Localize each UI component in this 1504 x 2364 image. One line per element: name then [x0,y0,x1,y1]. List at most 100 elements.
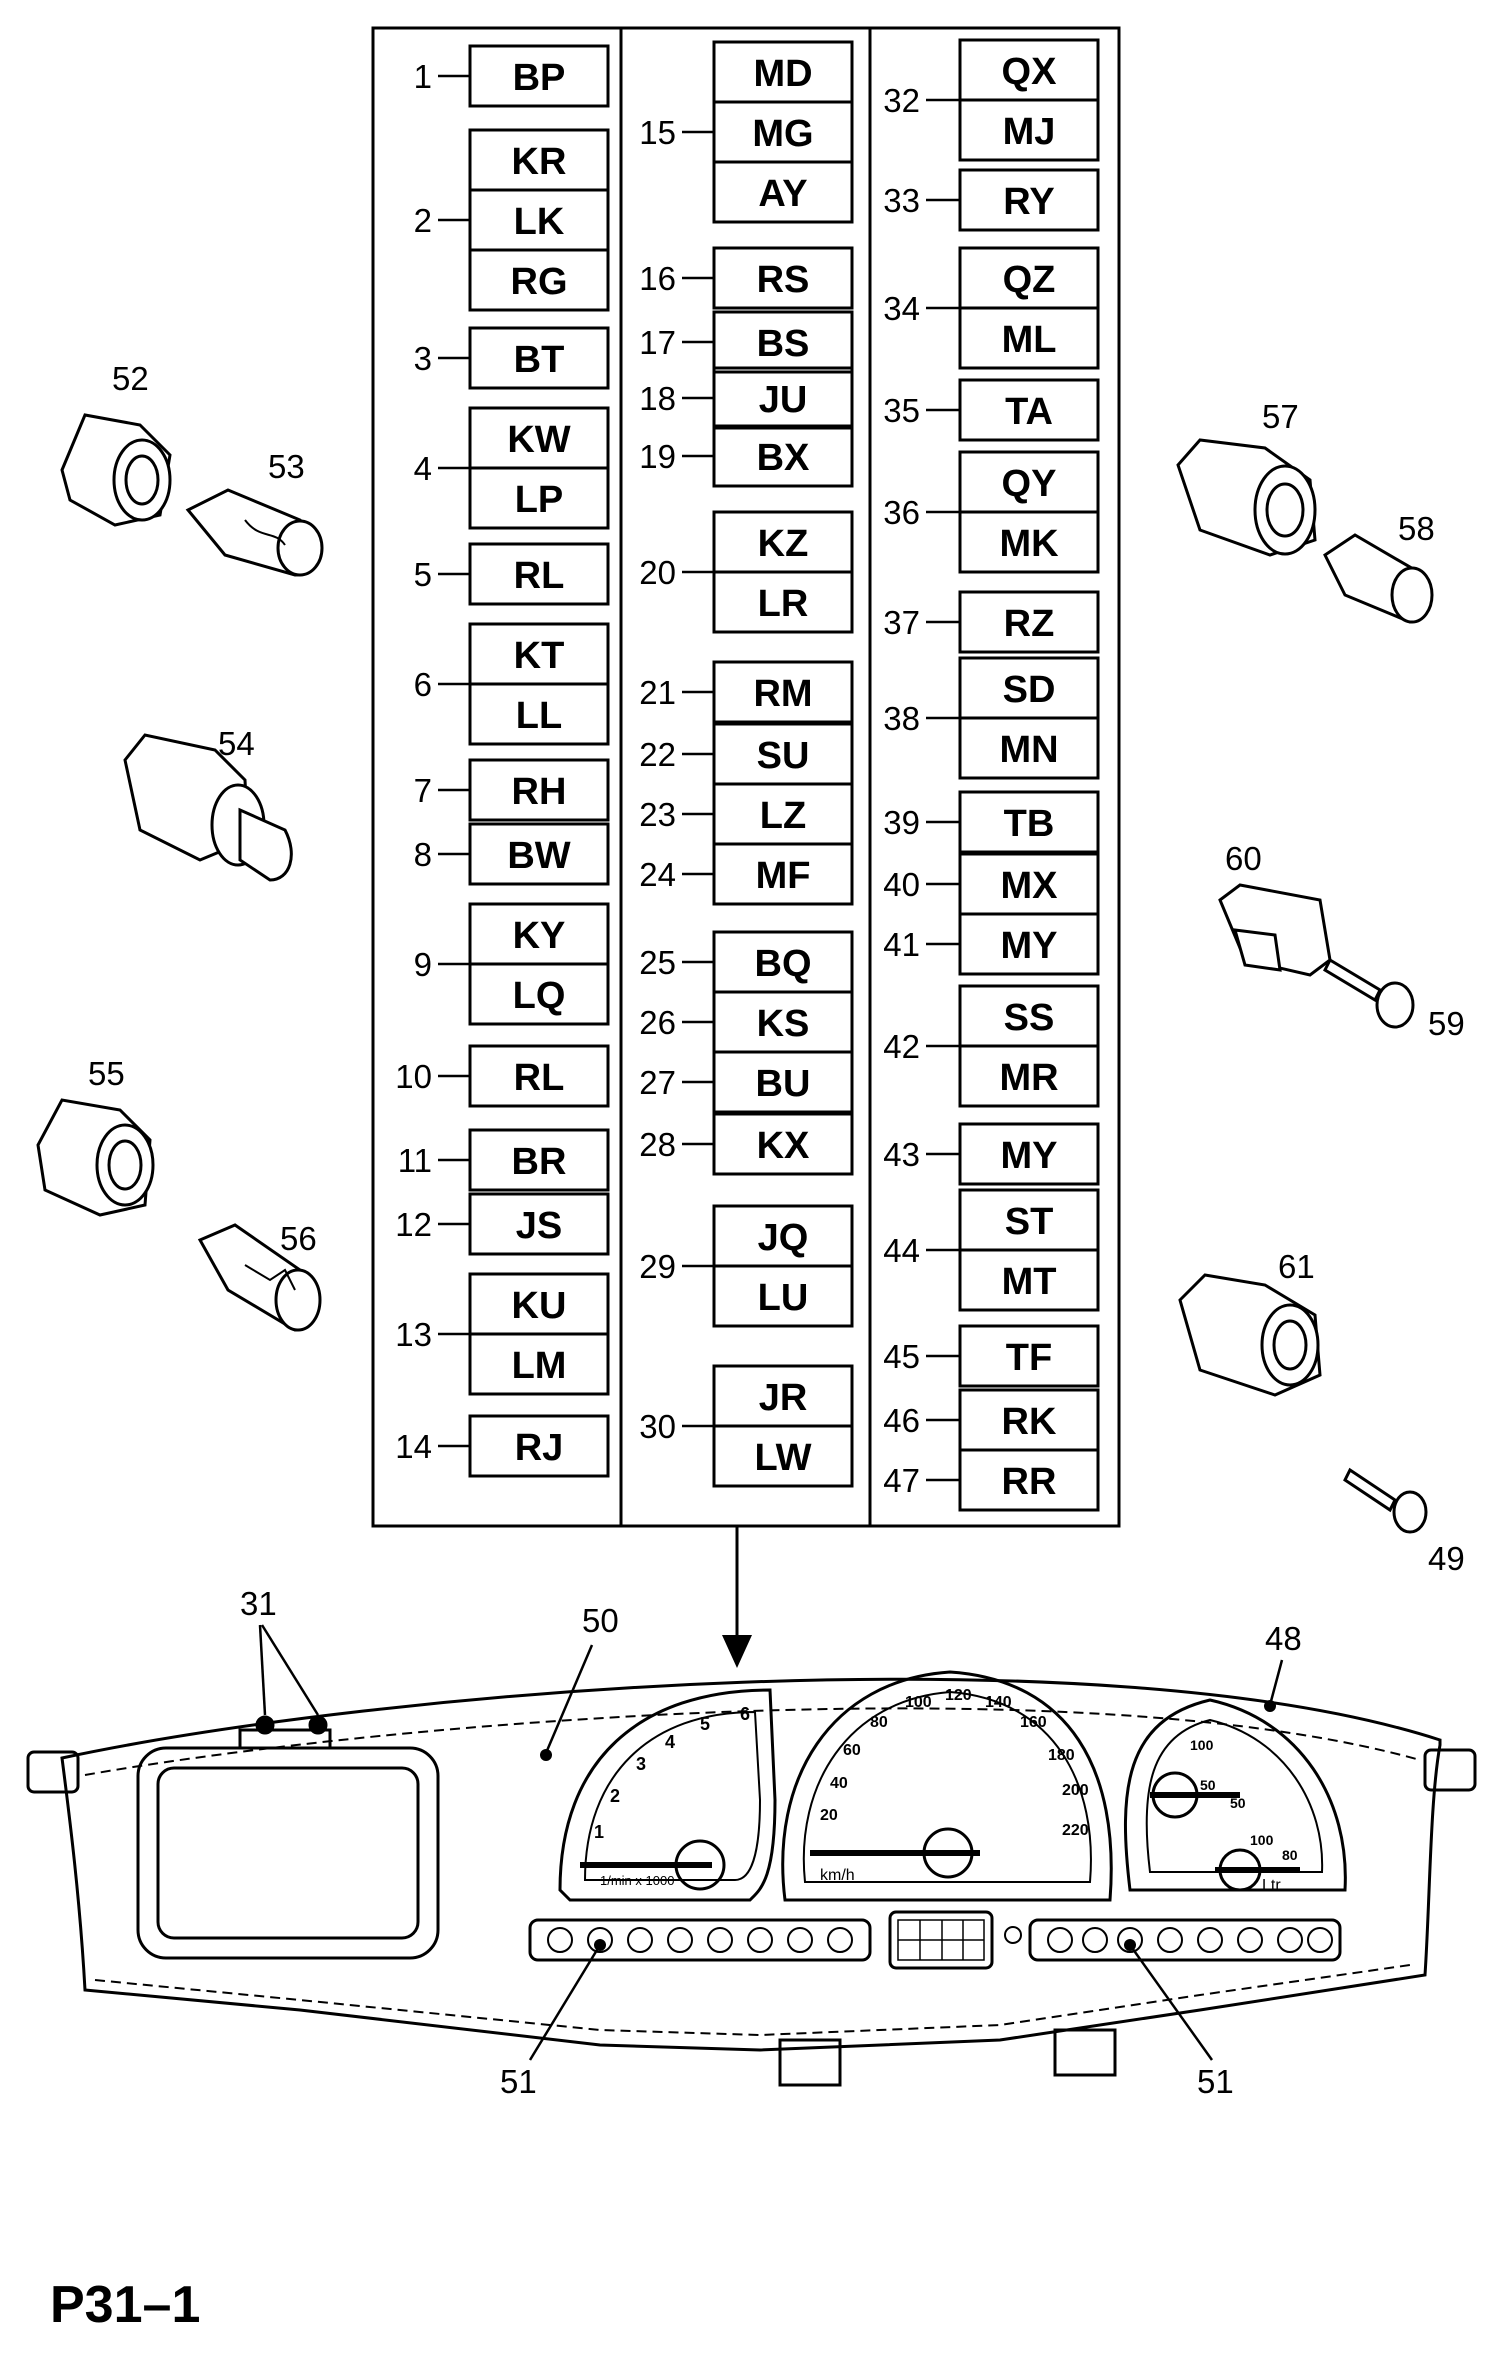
part-code: RS [757,259,810,301]
part-code: TF [1006,1337,1052,1379]
position-number: 38 [883,700,920,737]
part-code: JR [759,1377,808,1419]
position-number: 34 [883,290,920,327]
part-code-table: BP1KRLKRG2BT3KWLP4RL5KTLL6RH7BW8KYLQ9RL1… [371,26,1121,1528]
tachometer-tick-label: 1 [594,1822,604,1842]
part-code: RY [1003,181,1054,223]
part-code: QY [1002,463,1057,505]
bulb-58 [1323,533,1434,624]
part-code: MT [1002,1261,1057,1303]
gauge-tick-label: 100 [1250,1832,1274,1848]
screw-49 [1343,1467,1428,1534]
tachometer-tick-label: 4 [665,1732,675,1752]
position-number: 40 [883,866,920,903]
callout-53: 53 [268,448,305,485]
part-code: BW [507,835,570,877]
table-entry: ST MT 44 [883,1188,1100,1312]
position-number: 1 [414,58,432,95]
tachometer-tick-label: 5 [700,1714,710,1734]
tachometer-tick-label: 3 [636,1754,646,1774]
part-code: KR [512,141,567,183]
part-code: KS [757,1003,810,1045]
speedometer-unit: km/h [820,1867,855,1884]
position-number: 37 [883,604,920,641]
speedometer-tick-label: 140 [985,1694,1012,1711]
position-number: 32 [883,82,920,119]
position-number: 30 [639,1408,676,1445]
part-code: BR [512,1141,567,1183]
position-number: 25 [639,944,676,981]
position-number: 18 [639,380,676,417]
position-number: 16 [639,260,676,297]
table-entry: TA 35 [883,378,1100,442]
table-entry: KY LQ 9 [414,902,610,1026]
part-code: BX [757,437,810,479]
part-code: ML [1002,319,1057,361]
part-code: RG [511,261,568,303]
warning-light-strip-right [1028,1918,1342,1962]
part-code: TA [1005,391,1053,433]
part-code: ST [1005,1201,1054,1243]
bulb-holder-57 [1176,438,1317,557]
callout-60: 60 [1225,840,1262,877]
position-number: 21 [639,674,676,711]
tachometer-unit: 1/min x 1000 [600,1873,674,1888]
callouts: 52 53 54 55 56 57 58 60 59 61 49 31 50 4… [88,360,1465,2100]
speedometer-tick-label: 60 [843,1742,861,1759]
part-code: KY [513,915,566,957]
callout-31: 31 [240,1585,277,1622]
position-number: 9 [414,946,432,983]
position-number: 45 [883,1338,920,1375]
part-code: LQ [513,975,566,1017]
part-code: TB [1004,803,1055,845]
gauge-tick-label: 100 [1190,1737,1214,1753]
position-number: 41 [883,926,920,963]
part-code: LP [515,479,564,521]
part-code: JS [516,1205,562,1247]
part-code: LZ [760,795,806,837]
part-code: SU [757,735,810,777]
table-entry: RS 16 [639,246,854,310]
part-code: MD [753,53,812,95]
position-number: 24 [639,856,676,893]
part-code: LL [516,695,562,737]
position-number: 35 [883,392,920,429]
speedometer-tick-label: 20 [820,1807,838,1824]
position-number: 4 [414,450,432,487]
callout-55: 55 [88,1055,125,1092]
tachometer-tick-label: 2 [610,1786,620,1806]
callout-51-right: 51 [1197,2063,1234,2100]
callout-56: 56 [280,1220,317,1257]
position-number: 23 [639,796,676,833]
part-code: KZ [758,523,809,565]
position-number: 13 [395,1316,432,1353]
bulb-holder-54 [123,733,293,882]
part-code: SD [1003,669,1056,711]
gauge-unit: Ltr [1262,1877,1281,1894]
position-number: 44 [883,1232,920,1269]
part-code: MF [756,855,811,897]
position-number: 29 [639,1248,676,1285]
part-code: MY [1001,1135,1058,1177]
part-code: RJ [515,1427,564,1469]
position-number: 46 [883,1402,920,1439]
part-code: MJ [1003,111,1056,153]
position-number: 33 [883,182,920,219]
part-code: KT [514,635,565,677]
